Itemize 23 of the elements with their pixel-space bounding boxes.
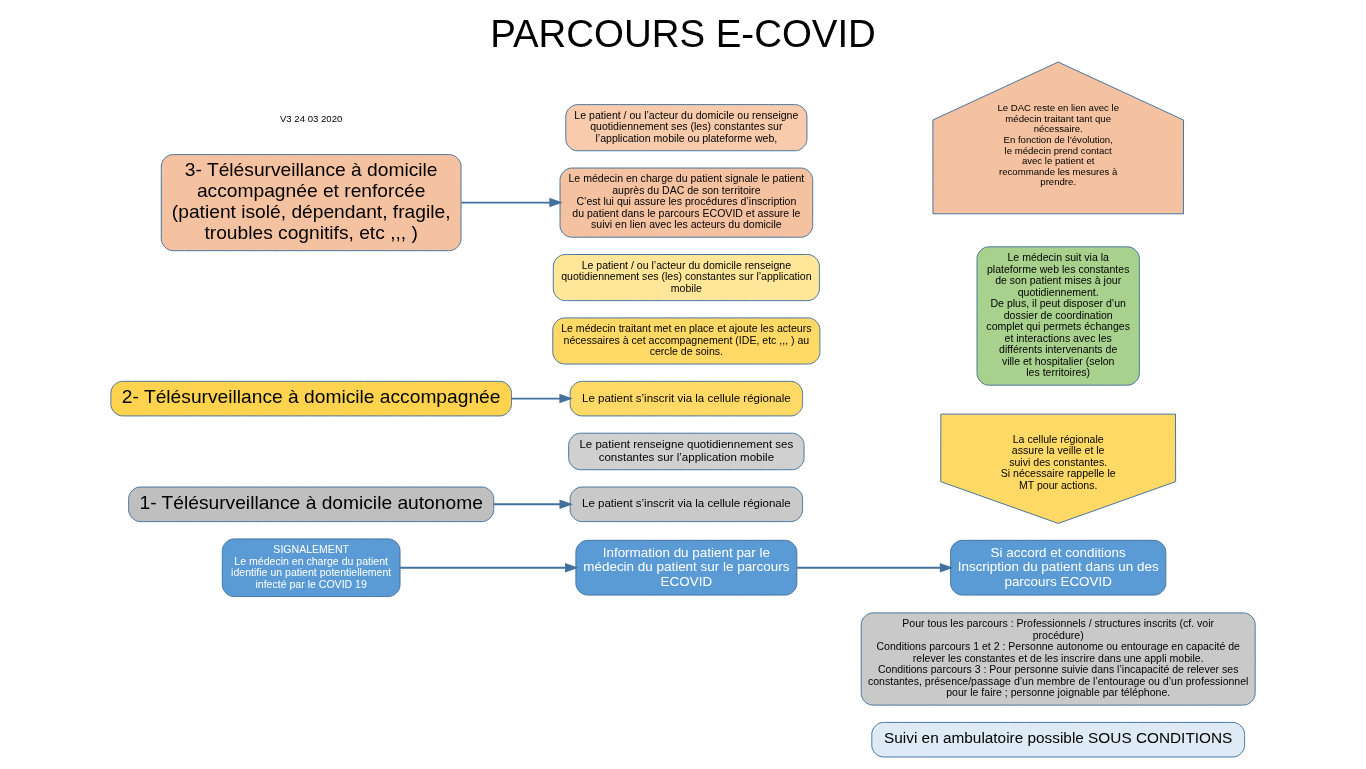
node-box: SIGNALEMENT Le médecin en charge du patient identifie un patient potentiellement infecté par le COVID 19 (221, 538, 401, 598)
node-box: Le patient / ou l’acteur du domicile ou renseigne quotidiennement ses (les) constantes sur l’application mobile ou plateforme web, (565, 104, 808, 152)
node-box: Si accord et conditions Inscription du patient dans un des parcours ECOVID (950, 539, 1167, 596)
node-box: Le patient / ou l’acteur du domicile renseigne quotidiennement ses (les) constantes sur l’application mobile (552, 254, 820, 302)
node-box: Le médecin suit via la plateforme web les constantes de son patient mises à jour quotidiennement. De plus, il peut disposer d’un dossier de coordination complet qui permets échanges et interactions avec les différents intervenants de ville et hospitalier (selon les territoires) (976, 246, 1140, 386)
node-box: Information du patient par le médecin du patient sur le parcours ECOVID (575, 539, 798, 596)
arrow (796, 563, 954, 573)
arrow (399, 563, 579, 573)
node-box: Le médecin en charge du patient signale le patient auprès du DAC de son territoire C’est lui qui assure les procédures d’inscription du patient dans le parcours ECOVID et assure le suivi en lien avec les acteurs du domicile (559, 167, 814, 238)
node-box: Le médecin traitant met en place et ajoute les acteurs nécessaires à cet accompagnement (IDE, etc ,,, ) au cercle de soins. (552, 317, 821, 365)
node-box: Le patient s’inscrit via la cellule régionale (569, 380, 804, 417)
arrow (460, 197, 563, 208)
node-box: Le patient renseigne quotidiennement ses constantes sur l’application mobile (568, 432, 805, 471)
diagram-title: PARCOURS E-COVID (490, 11, 876, 55)
node-box: Le patient s’inscrit via la cellule régionale (569, 486, 804, 523)
node-box: 1- Télésurveillance à domicile autonome (128, 486, 495, 523)
arrow (510, 393, 573, 404)
node-box: 2- Télésurveillance à domicile accompagnée (110, 380, 512, 417)
node-box: Suivi en ambulatoire possible SOUS CONDITIONS (871, 721, 1246, 758)
arrow (492, 499, 573, 510)
node-box: 3- Télésurveillance à domicile accompagnée et renforcée (patient isolé, dépendant, fragile, troubles cognitifs, etc ,,, ) (160, 154, 462, 252)
label: V3 24 03 2020 (279, 113, 343, 125)
node-box: Pour tous les parcours : Professionnels / structures inscrits (cf. voir procédure) Conditions parcours 1 et 2 : Personne autonome ou entourage en capacité de relever les constantes et de les inscrire dans une appli mobile. Conditions parcours 3 : Pour personne suivie dans l’incapacité de relever ses constantes, présence/passage d’un membre de l’entourage ou d’un professionnel pour le faire ; personne joignable par téléphone. (860, 612, 1256, 706)
